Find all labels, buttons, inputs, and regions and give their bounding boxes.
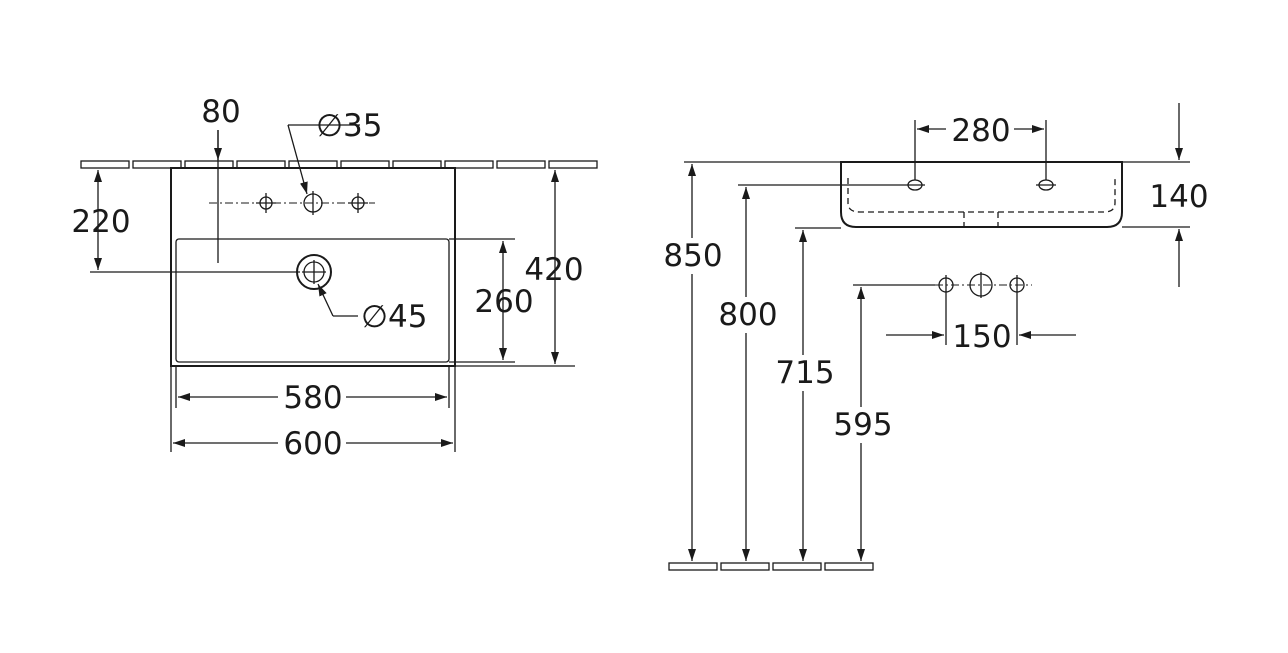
bowl-outline-top [175, 238, 450, 363]
supply-fitting-left [938, 275, 954, 295]
tap-hole-center [303, 191, 323, 215]
dim-rim-height: 850 [663, 238, 722, 274]
dim-supply-spacing: 150 [952, 319, 1011, 355]
dim-tap-hole-diameter: ∅35 [316, 108, 382, 144]
basin-outline-top [170, 167, 456, 367]
overflow-hole-left [905, 179, 925, 191]
dim-overflow-spacing: 280 [951, 113, 1010, 149]
overflow-hole-right [1036, 179, 1056, 191]
dim-tap-offset: 80 [201, 94, 240, 130]
wall-top-view [80, 160, 598, 169]
dim-waste-distance: 220 [71, 204, 130, 240]
supply-fitting-center [969, 272, 993, 298]
dim-waste-diameter: ∅45 [361, 299, 427, 335]
dim-overall-width: 600 [283, 426, 342, 462]
dim-bowl-width: 580 [283, 380, 342, 416]
supply-fitting-right [1009, 275, 1025, 295]
tap-hole-left [256, 193, 276, 213]
floor-side-view [668, 562, 874, 571]
waste-hole [296, 254, 332, 290]
side-view: 280 140 850 800 715 595 [663, 103, 1209, 571]
dim-overall-depth: 420 [524, 252, 583, 288]
dim-overflow-height: 800 [718, 297, 777, 333]
basin-outline-side [840, 161, 1123, 228]
dim-basin-height: 140 [1149, 179, 1208, 215]
dim-bowl-depth: 260 [474, 284, 533, 320]
dim-supply-height: 595 [833, 407, 892, 443]
dim-base-height: 715 [775, 355, 834, 391]
top-view: 80 ∅35 220 420 260 ∅45 580 600 [71, 94, 598, 462]
tap-hole-right [348, 193, 368, 213]
